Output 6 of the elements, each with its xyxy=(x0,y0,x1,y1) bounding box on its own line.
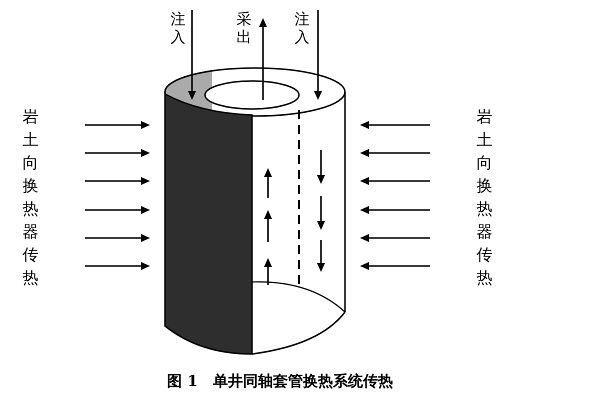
injection-label: 注入 xyxy=(170,10,186,46)
heat-transfer-label: 岩土向换热器传热 xyxy=(22,106,39,289)
extraction-label: 采出 xyxy=(236,10,252,46)
figure-caption: 图 1 单井同轴套管换热系统传热 xyxy=(166,372,394,391)
heat-transfer-label: 岩土向换热器传热 xyxy=(476,106,493,289)
injection-label: 注入 xyxy=(294,10,310,46)
